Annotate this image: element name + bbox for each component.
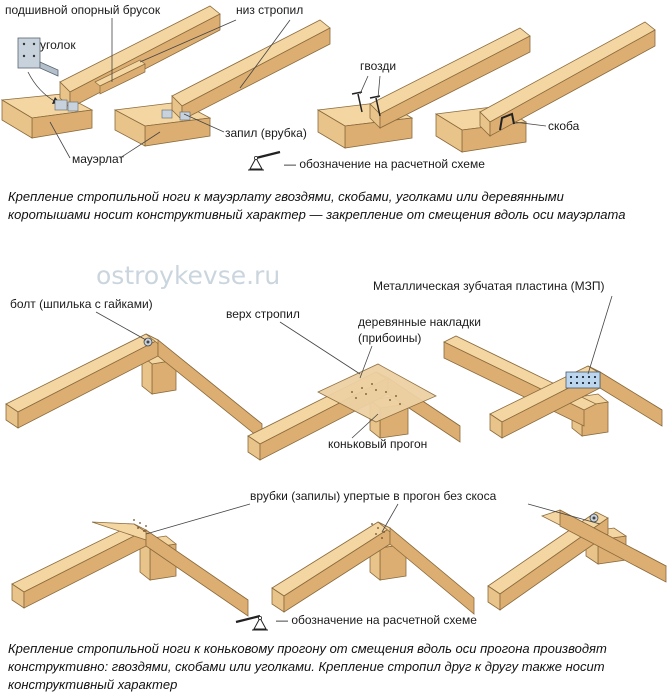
staple-icon [499, 112, 515, 131]
rafter-right-a [145, 333, 263, 441]
label-mzp: Металлическая зубчатая пластина (МЗП) [373, 279, 604, 293]
rafter-right-e [377, 521, 475, 615]
small-bracket-on-beam [54, 99, 79, 112]
rafter-left-d [11, 523, 147, 609]
label-rafter-top: верх стропил [226, 307, 300, 321]
support-symbol-icon [248, 150, 281, 171]
support-symbol-icon-bottom [235, 614, 268, 631]
rafter-left-a [5, 333, 159, 429]
label-mauerlat: мауэрлат [72, 152, 124, 166]
label-ridge-purlin: коньковый прогон [328, 437, 427, 451]
label-staple: скоба [548, 119, 580, 133]
label-cut: запил (врубка) [225, 126, 307, 140]
notch-bracket [161, 109, 191, 121]
wood-plate-overlay [317, 363, 437, 423]
label-nails: гвозди [360, 59, 396, 73]
caption-bottom: Крепление стропильной ноги к коньковому … [8, 641, 607, 692]
label-wood-plates-2: (прибоины) [358, 331, 421, 345]
caption-top: Крепление стропильной ноги к мауэрлату г… [8, 189, 626, 222]
bolt-icon-bottom [589, 513, 599, 523]
rafter-4 [479, 21, 656, 137]
rafter-right-f [540, 509, 667, 583]
label-wood-plates-1: деревянные накладки [358, 315, 481, 329]
angle-bracket-icon [17, 37, 59, 77]
watermark: ostroykevse.ru [96, 261, 280, 290]
label-rafter-bottom: низ стропил [236, 3, 303, 17]
legend-text-bottom: — обозначение на расчетной схеме [276, 613, 477, 627]
support-bar [94, 59, 146, 95]
metal-toothed-plate-icon [565, 371, 601, 389]
rafter-3 [369, 27, 531, 129]
label-angle: уголок [40, 38, 76, 52]
notch-nails-e [371, 523, 385, 539]
label-support-bar: подшивной опорный брусок [5, 3, 161, 17]
notch-nails-d [133, 519, 147, 532]
label-notches: врубки (запилы) упертые в прогон без ско… [250, 489, 497, 503]
label-bolt: болт (шпилька с гайками) [10, 297, 153, 311]
rafter-right-d [91, 521, 249, 617]
legend-text-top: — обозначение на расчетной схеме [284, 157, 485, 171]
